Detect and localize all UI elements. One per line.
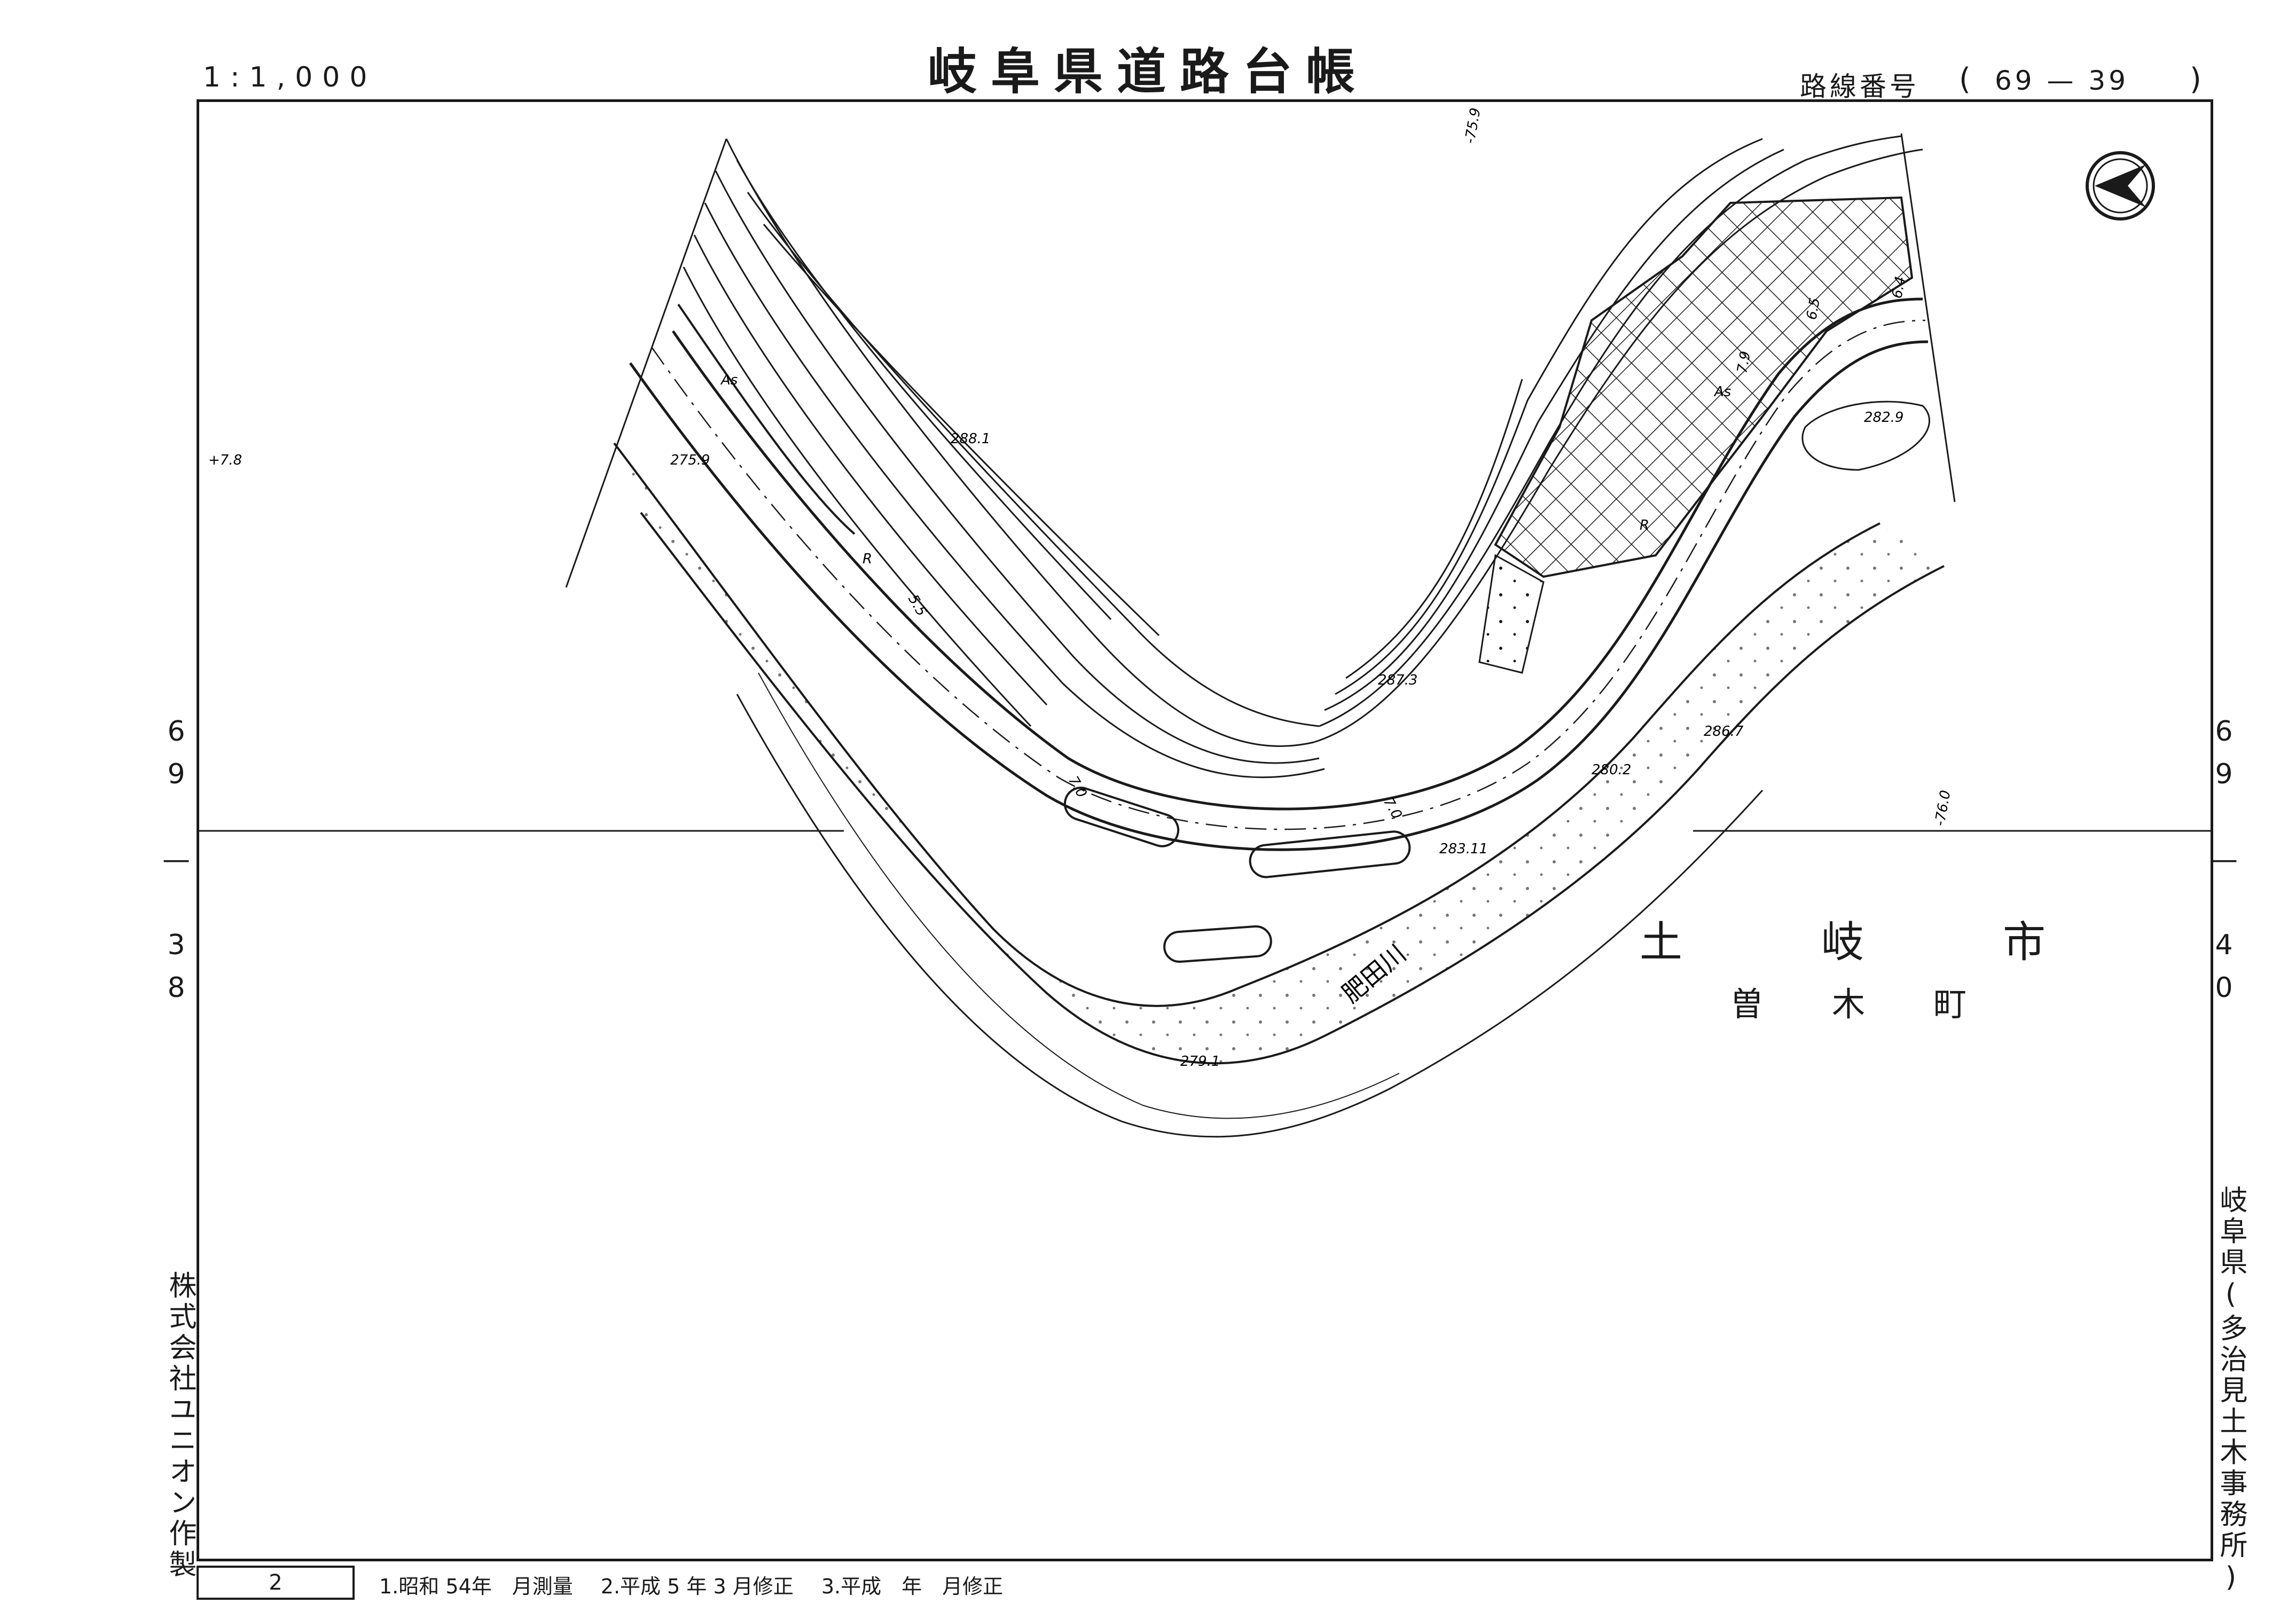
city-char: 市 <box>2003 917 2046 967</box>
route-paren-open: ( <box>1959 62 1971 97</box>
page-title: 岐阜県道路台帳 <box>927 43 1369 100</box>
town-char: 町 <box>1933 985 1967 1024</box>
adjacent-sheet-left: 69 — 38 <box>160 716 192 1015</box>
contour-lines <box>683 135 1923 779</box>
map-outline-lines <box>565 133 1956 588</box>
elevation-label: 287.3 <box>1378 672 1417 688</box>
road-width-label: 7.0 <box>1065 774 1090 801</box>
city-name: 土岐市 <box>1640 908 2184 970</box>
elevation-label: 280.2 <box>1592 762 1631 778</box>
route-paren-close: ) <box>2190 62 2201 97</box>
boundary-marker: +7.8 <box>208 452 242 468</box>
maker-credit: 株式会社ユニオン作製 <box>164 1271 196 1581</box>
route-number: 69 — 39 <box>1995 65 2129 96</box>
elevation-label: 282.9 <box>1864 410 1903 426</box>
road-r-label: R <box>863 551 872 567</box>
elevation-label: 279.1 <box>1180 1054 1220 1070</box>
road-width-label: 7.9 <box>1734 350 1754 374</box>
hatched-building-area <box>1494 196 1914 578</box>
road-r-label: R <box>1640 517 1649 533</box>
river-bed-area <box>614 443 1944 1064</box>
pavement-label: As <box>1713 384 1731 400</box>
road-width-label: 5.5 <box>905 592 930 619</box>
road-width-label: 6.4 <box>1889 275 1909 300</box>
elevation-label: 275.9 <box>670 452 710 468</box>
elevation-label: 288.1 <box>951 431 990 447</box>
road-width-label: 6.5 <box>1804 296 1823 321</box>
office-credit: 岐阜県(多治見土木事務所) <box>2215 1185 2247 1597</box>
map-frame <box>197 99 2213 1561</box>
town-char: 曽 <box>1730 985 1764 1024</box>
boundary-marker: -75.9 <box>1462 107 1484 145</box>
town-name: 曽木町 <box>1730 977 2035 1025</box>
north-arrow-icon <box>2086 151 2155 221</box>
city-char: 岐 <box>1821 917 1864 967</box>
elevation-label: 283.11 <box>1439 841 1488 857</box>
boundary-marker: -76.0 <box>1932 789 1954 827</box>
town-char: 木 <box>1832 985 1866 1024</box>
road-edges <box>629 297 1929 851</box>
channel-islands <box>1063 787 1411 963</box>
revision-entry: 2.平成 5 年 3 月修正 <box>600 1575 794 1598</box>
elevation-label: 286.7 <box>1704 724 1744 740</box>
revision-history: 1.昭和 54年 月測量 2.平成 5 年 3 月修正 3.平成 年 月修正 <box>379 1570 1024 1599</box>
map-scale: 1:1,000 <box>203 61 377 93</box>
dotted-area-small <box>1478 554 1545 674</box>
pavement-label: As <box>720 372 738 388</box>
city-char: 土 <box>1640 917 1682 967</box>
sheet-number: 2 <box>197 1566 355 1600</box>
revision-entry: 1.昭和 54年 月測量 <box>379 1575 573 1598</box>
island-right <box>1801 400 1930 471</box>
route-number-label: 路線番号 <box>1800 71 1919 102</box>
adjacent-sheet-right: 69 — 40 <box>2208 716 2240 1015</box>
revision-entry: 3.平成 年 月修正 <box>821 1575 1004 1598</box>
